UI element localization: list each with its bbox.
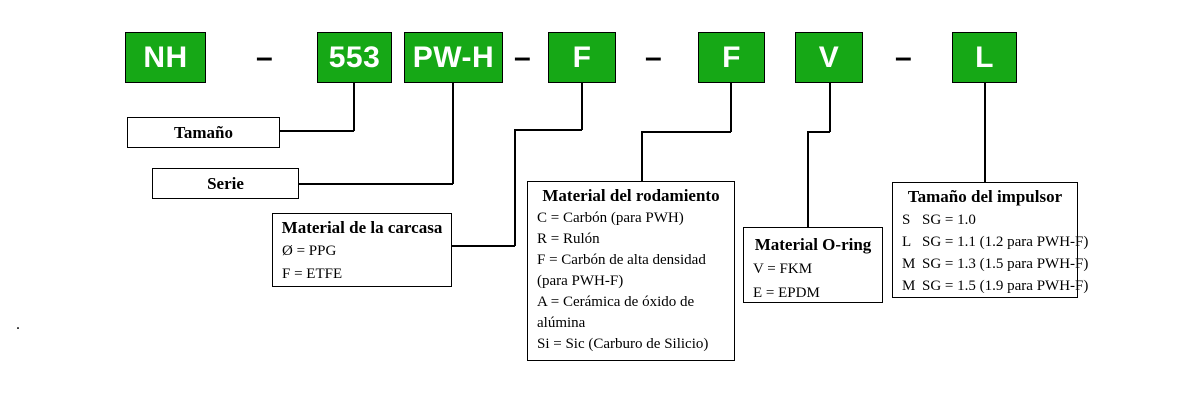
legend-bearing-item: Si = Sic (Carburo de Silicio) bbox=[537, 336, 709, 352]
stray-dot: . bbox=[16, 316, 20, 333]
legend-size: Tamaño bbox=[127, 117, 280, 148]
code-separator-dash: – bbox=[256, 40, 273, 74]
impeller-code: M bbox=[902, 256, 916, 272]
connector-housing-vertical-2 bbox=[514, 129, 516, 246]
legend-impeller-item: S SG = 1.0 bbox=[902, 209, 1075, 231]
legend-series: Serie bbox=[152, 168, 299, 199]
legend-housing-item: F = ETFE bbox=[282, 266, 343, 282]
legend-bearing-title: Material del rodamiento bbox=[542, 186, 720, 205]
legend-bearing-item: R = Rulón bbox=[537, 231, 600, 247]
connector-series-vertical bbox=[452, 83, 454, 184]
impeller-value: SG = 1.0 bbox=[922, 212, 976, 228]
connector-housing-horizontal-1 bbox=[514, 129, 582, 131]
legend-oring-item: V = FKM bbox=[753, 261, 813, 277]
impeller-code: M bbox=[902, 278, 916, 294]
code-box-impeller-size: L bbox=[952, 32, 1017, 83]
connector-size-horizontal bbox=[280, 130, 354, 132]
impeller-value: SG = 1.1 (1.2 para PWH-F) bbox=[922, 234, 1089, 250]
code-separator-dash: – bbox=[645, 40, 662, 74]
connector-oring-vertical-1 bbox=[829, 83, 831, 132]
legend-housing-title: Material de la carcasa bbox=[281, 218, 443, 237]
legend-impeller-title: Tamaño del impulsor bbox=[907, 187, 1063, 206]
code-box-oring-material: V bbox=[795, 32, 863, 83]
legend-impeller-item: L SG = 1.1 (1.2 para PWH-F) bbox=[902, 231, 1088, 253]
impeller-code: L bbox=[902, 234, 912, 250]
connector-bearing-horizontal bbox=[641, 131, 731, 133]
impeller-code: S bbox=[902, 212, 911, 228]
legend-bearing-material: Material del rodamiento C = Carbón (para… bbox=[527, 181, 735, 361]
legend-oring-material: Material O-ring V = FKM E = EPDM bbox=[743, 227, 883, 303]
legend-oring-title: Material O-ring bbox=[754, 235, 872, 254]
legend-impeller-item: M SG = 1.3 (1.5 para PWH-F) bbox=[902, 253, 1088, 275]
legend-impeller-item: M SG = 1.5 (1.9 para PWH-F) bbox=[902, 275, 1088, 297]
code-box-size: 553 bbox=[317, 32, 392, 83]
connector-bearing-vertical-1 bbox=[730, 83, 732, 132]
connector-size-vertical bbox=[353, 83, 355, 131]
legend-series-title: Serie bbox=[207, 174, 244, 193]
legend-bearing-item: C = Carbón (para PWH) bbox=[537, 210, 684, 226]
connector-oring-vertical-2 bbox=[807, 131, 809, 227]
legend-oring-item: E = EPDM bbox=[753, 285, 820, 301]
connector-series-horizontal bbox=[299, 183, 453, 185]
code-separator-dash: – bbox=[514, 40, 531, 74]
code-box-bearing-material: F bbox=[698, 32, 765, 83]
legend-housing-material: Material de la carcasa Ø = PPG F = ETFE bbox=[272, 213, 452, 287]
impeller-value: SG = 1.3 (1.5 para PWH-F) bbox=[922, 256, 1089, 272]
legend-bearing-item: A = Cerámica de óxido de alúmina bbox=[537, 294, 695, 331]
impeller-value: SG = 1.5 (1.9 para PWH-F) bbox=[922, 278, 1089, 294]
code-box-series: PW-H bbox=[404, 32, 503, 83]
connector-housing-horizontal-2 bbox=[452, 245, 515, 247]
connector-bearing-vertical-2 bbox=[641, 131, 643, 181]
code-box-nh: NH bbox=[125, 32, 206, 83]
connector-oring-horizontal bbox=[807, 131, 830, 133]
legend-impeller-size: Tamaño del impulsor S SG = 1.0 L SG = 1.1 … bbox=[892, 182, 1088, 298]
connector-housing-vertical-1 bbox=[581, 83, 583, 130]
code-box-housing-material: F bbox=[548, 32, 616, 83]
legend-bearing-item: F = Carbón de alta densidad (para PWH-F) bbox=[537, 252, 706, 289]
legend-housing-item: Ø = PPG bbox=[282, 243, 337, 259]
legend-size-title: Tamaño bbox=[174, 123, 233, 142]
connector-impeller-vertical bbox=[984, 83, 986, 182]
code-separator-dash: – bbox=[895, 40, 912, 74]
